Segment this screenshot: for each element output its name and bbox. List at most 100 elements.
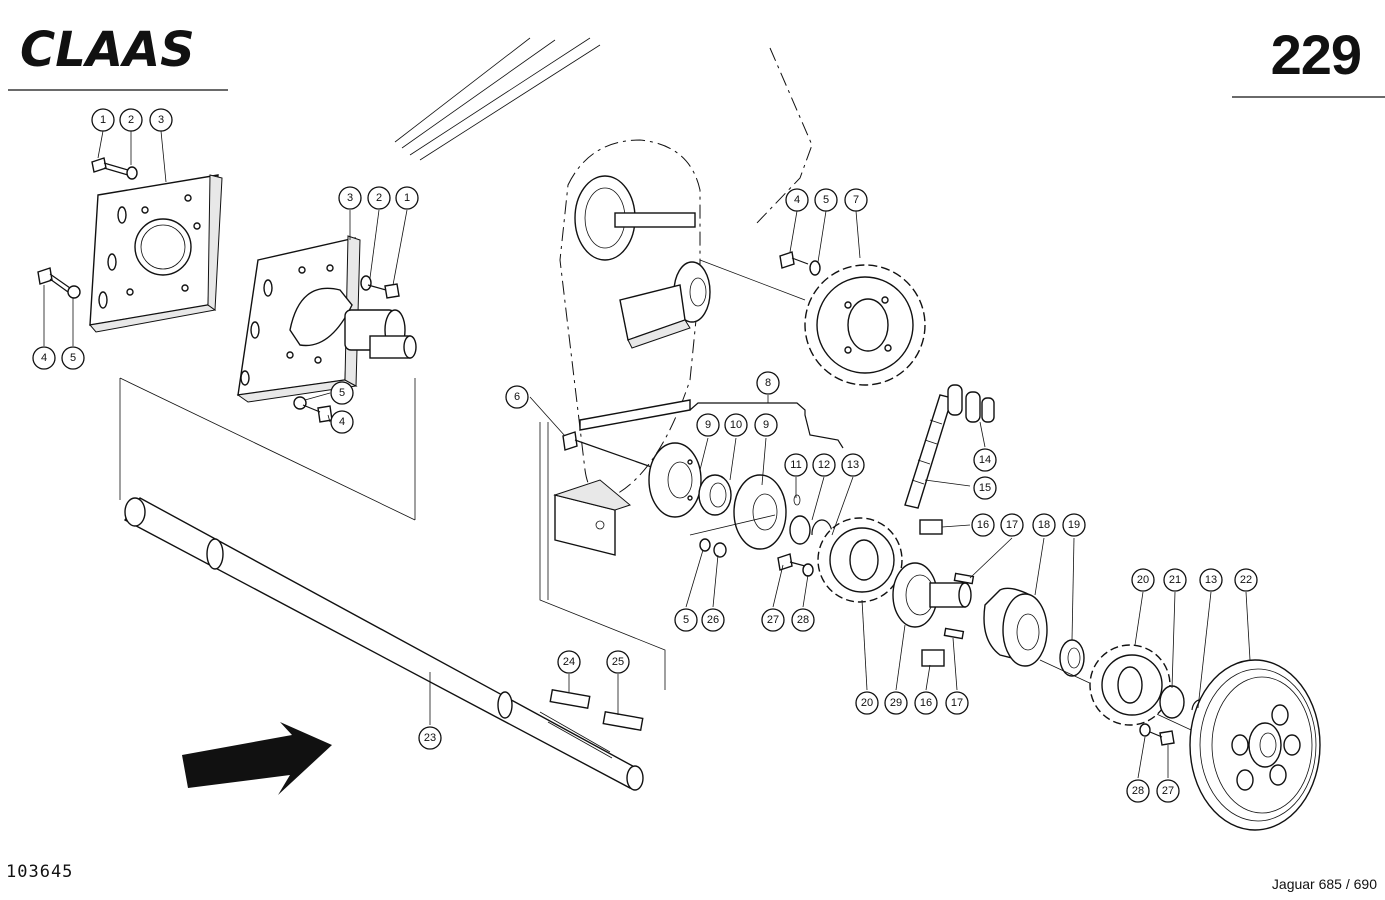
callout-label: 2	[128, 114, 134, 126]
callout-29: 29	[884, 691, 908, 715]
key-16-lower	[921, 649, 945, 667]
callout-22: 22	[1234, 568, 1258, 592]
bolt-27-washer-28-right	[1139, 723, 1175, 746]
callout-5: 5	[61, 346, 85, 370]
v-belt-pulley-22	[1189, 659, 1321, 831]
callout-4: 4	[785, 188, 809, 212]
callout-label: 4	[794, 194, 800, 206]
bearing-10	[698, 474, 732, 516]
mounting-plate-upper-left	[89, 174, 223, 333]
chain-connecting-link-14	[947, 384, 995, 423]
callout-label: 8	[765, 377, 771, 389]
overload-clutch-18	[983, 587, 1048, 667]
callout-12: 12	[812, 453, 836, 477]
callout-label: 20	[861, 697, 873, 709]
collar-12-and-circlip-11	[789, 494, 833, 549]
callout-label: 3	[158, 114, 164, 126]
callout-15: 15	[973, 476, 997, 500]
callout-label: 16	[977, 519, 989, 531]
callout-9: 9	[696, 413, 720, 437]
callout-17: 17	[945, 691, 969, 715]
callout-label: 29	[890, 697, 902, 709]
callout-label: 5	[339, 387, 345, 399]
callout-3: 3	[338, 186, 362, 210]
callout-2: 2	[367, 186, 391, 210]
callout-label: 6	[514, 391, 520, 403]
callout-label: 5	[823, 194, 829, 206]
callout-label: 17	[951, 697, 963, 709]
callout-label: 1	[100, 114, 106, 126]
hub-29	[892, 562, 972, 628]
callout-label: 9	[705, 419, 711, 431]
callout-7: 7	[844, 188, 868, 212]
bushing-19	[1059, 639, 1085, 677]
pin-17-upper	[953, 572, 975, 585]
callout-1: 1	[91, 108, 115, 132]
callout-2: 2	[119, 108, 143, 132]
nut-washer-5-26	[699, 538, 727, 558]
callout-label: 4	[339, 416, 345, 428]
callout-26: 26	[701, 608, 725, 632]
drawing-number: 103645	[6, 862, 74, 882]
drive-shaft-23	[123, 497, 644, 791]
callout-16: 16	[914, 691, 938, 715]
callout-label: 9	[763, 419, 769, 431]
callout-4: 4	[32, 346, 56, 370]
callout-label: 4	[41, 352, 47, 364]
callout-28: 28	[1126, 779, 1150, 803]
callout-label: 11	[790, 459, 801, 471]
leader-lines-left	[43, 130, 408, 423]
roller-chain-15	[904, 394, 953, 509]
bolt-6	[562, 431, 661, 471]
sprocket-20-center	[817, 517, 903, 603]
callout-label: 15	[979, 482, 991, 494]
bolt-set-sprocket-7	[779, 251, 821, 276]
bolt-set-upper-left	[37, 157, 138, 299]
callout-27: 27	[1156, 779, 1180, 803]
group-bracket-8	[689, 402, 844, 449]
washer-21	[1159, 685, 1185, 719]
mounting-plate-with-gearbox-flange	[236, 235, 417, 403]
callout-label: 28	[1132, 785, 1144, 797]
group-outline-middle	[539, 422, 666, 690]
callout-label: 12	[818, 459, 830, 471]
callout-label: 25	[612, 656, 624, 668]
callout-8: 8	[756, 371, 780, 395]
direction-arrow-icon	[182, 722, 332, 795]
callout-5: 5	[814, 188, 838, 212]
callout-label: 27	[1162, 785, 1174, 797]
callout-label: 14	[979, 454, 991, 466]
bearing-flange-9-left	[648, 442, 702, 518]
callout-13: 13	[841, 453, 865, 477]
shaft-group-outline-top	[119, 377, 416, 521]
callout-label: 17	[1006, 519, 1018, 531]
callout-21: 21	[1163, 568, 1187, 592]
claas-logo: CLAAS	[20, 22, 195, 78]
leader-lines-sprocket-7	[789, 210, 861, 263]
sprocket-20-right	[1089, 644, 1171, 726]
leader-lines-right	[529, 396, 1251, 779]
callout-label: 2	[376, 192, 382, 204]
callout-label: 5	[683, 614, 689, 626]
callout-28: 28	[791, 608, 815, 632]
callouts: 1 2 3 4 5 3 2 1 5 4 6 4 5 7 8 9 10 9 11 …	[32, 108, 1258, 803]
callout-label: 20	[1137, 574, 1149, 586]
callout-24: 24	[557, 650, 581, 674]
callout-11: 11	[784, 453, 808, 477]
key-16-upper	[919, 519, 943, 535]
callout-label: 16	[920, 697, 932, 709]
frame-reference-dashed	[754, 47, 813, 226]
bearing-flange-9-right	[733, 474, 787, 550]
brand-logo-text: CLAAS	[20, 22, 195, 78]
callout-label: 13	[1205, 574, 1217, 586]
frame-reference-lines	[394, 37, 601, 161]
callout-label: 28	[797, 614, 809, 626]
callout-17: 17	[1000, 513, 1024, 537]
support-strip	[579, 399, 691, 431]
feather-key-24	[549, 688, 591, 710]
callout-3: 3	[149, 108, 173, 132]
callout-5: 5	[674, 608, 698, 632]
callout-1: 1	[395, 186, 419, 210]
